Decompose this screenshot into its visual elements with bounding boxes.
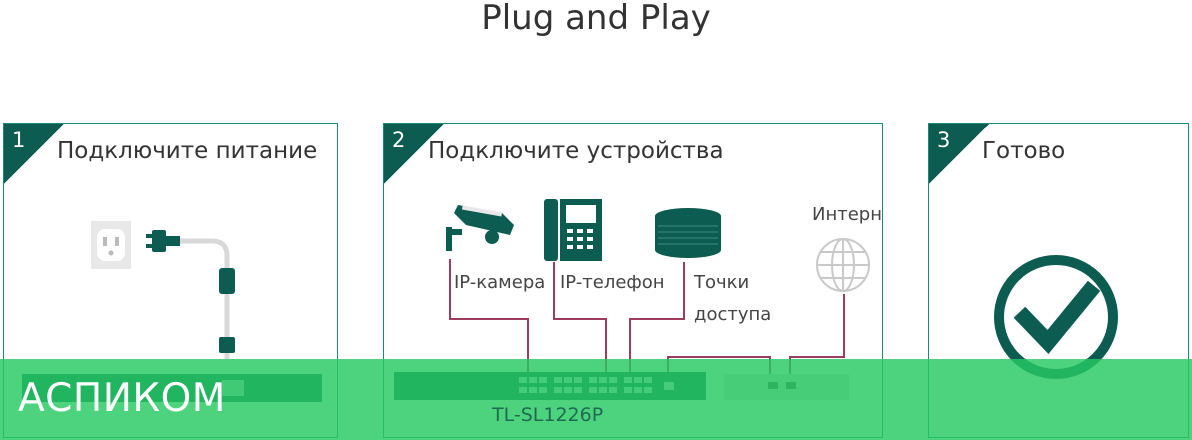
ip-phone-icon — [544, 199, 602, 261]
step-corner — [384, 124, 444, 184]
step-title: Подключите питание — [57, 138, 318, 164]
step-number: 3 — [937, 128, 951, 152]
cctv-camera-icon — [446, 205, 514, 251]
step-title: Готово — [982, 138, 1066, 164]
device-label-ap: Точки — [694, 272, 750, 293]
power-plug-icon — [146, 230, 235, 359]
globe-icon — [816, 238, 870, 292]
device-label-ap-line2: доступа — [694, 304, 772, 325]
step-number: 2 — [392, 128, 406, 152]
device-label-camera: IP-камера — [454, 272, 546, 293]
step-title: Подключите устройства — [428, 138, 724, 164]
access-point-icon — [655, 208, 721, 258]
power-outlet-icon — [91, 221, 131, 269]
switch-model-label: TL-SL1226P — [492, 404, 604, 426]
step-corner — [4, 124, 64, 184]
brand-overlay-bar — [0, 359, 1192, 440]
step-number: 1 — [12, 128, 26, 152]
brand-overlay-text: АСПИКОМ — [18, 376, 226, 421]
step-corner — [929, 124, 989, 184]
device-label-phone: IP-телефон — [560, 272, 665, 293]
page-title: Plug and Play — [481, 0, 711, 38]
device-label-internet: Интернет — [812, 204, 882, 225]
cable-lines — [449, 259, 845, 379]
